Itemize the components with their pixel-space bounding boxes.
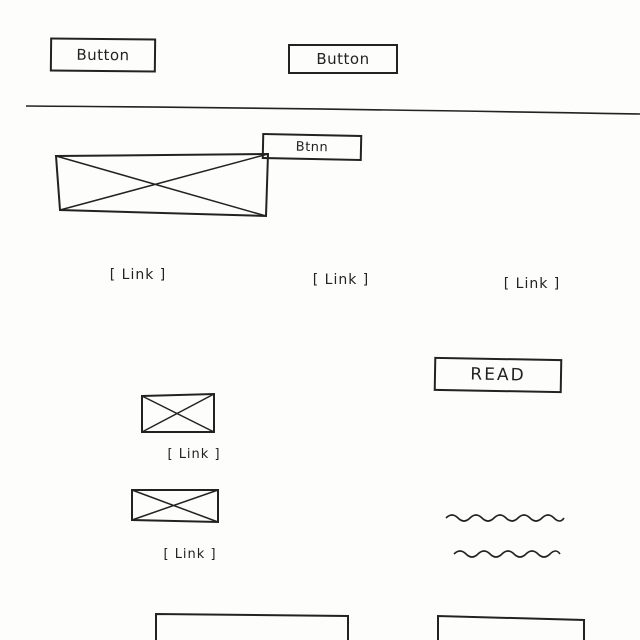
image-placeholder-icon [54,152,270,218]
placeholder-text-line-1 [445,514,565,522]
bottom-box-2 [437,614,585,640]
link-3[interactable]: [ Link ] [503,276,561,292]
image-placeholder-icon [131,489,219,524]
bottom-box-1 [155,612,349,640]
placeholder-text-line-2 [453,550,561,558]
image-placeholder-icon [141,392,215,433]
list-item-1-link[interactable]: [ Link ] [167,446,221,462]
link-1[interactable]: [ Link ] [109,267,167,283]
top-button-2[interactable]: Button [288,44,398,74]
list-item-2-link[interactable]: [ Link ] [163,546,217,562]
link-2[interactable]: [ Link ] [312,272,370,288]
